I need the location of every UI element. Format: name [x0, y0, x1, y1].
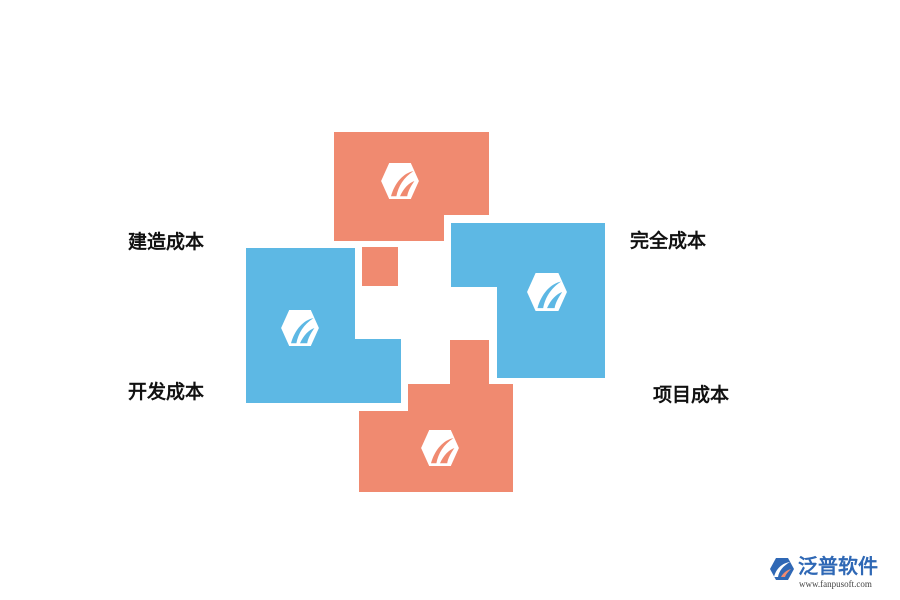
top-salmon-block — [334, 132, 489, 241]
brand-logo: 泛普软件 www.fanpusoft.com — [766, 553, 892, 593]
right-blue-block — [451, 223, 605, 378]
leaf-hexagon-icon — [421, 430, 459, 466]
left-blue-block — [246, 248, 401, 403]
leaf-hexagon-icon — [281, 310, 319, 346]
leaf-hexagon-icon — [381, 163, 419, 199]
brand-leaf-icon — [770, 558, 794, 580]
label-project-cost: 项目成本 — [653, 384, 730, 406]
brand-name: 泛普软件 — [798, 554, 878, 578]
small-salmon-square — [362, 247, 398, 286]
label-development-cost: 开发成本 — [128, 381, 205, 403]
label-full-cost: 完全成本 — [630, 230, 707, 252]
bottom-salmon-block — [359, 340, 513, 492]
label-construction-cost: 建造成本 — [128, 231, 205, 253]
leaf-hexagon-icon — [527, 273, 567, 311]
brand-url: www.fanpusoft.com — [799, 579, 872, 589]
